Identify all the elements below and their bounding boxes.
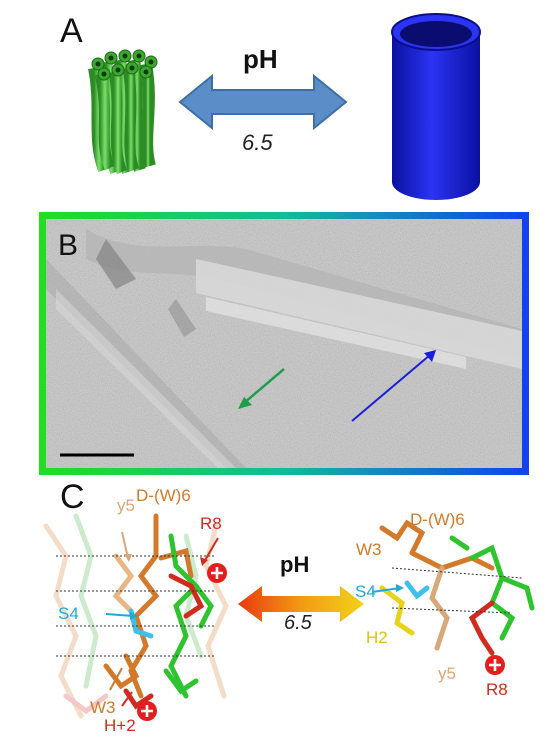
ph-value-c: 6.5 <box>284 612 312 634</box>
electron-micrograph-panel: B <box>39 212 529 475</box>
panel-b-letter: B <box>58 229 79 262</box>
left-r8-label: R8 <box>200 514 222 533</box>
right-h2-label: H2 <box>366 628 388 647</box>
nanotube-bundle-illustration <box>88 49 158 175</box>
charge-plus-icon <box>485 655 505 675</box>
left-w3-label: W3 <box>90 698 116 717</box>
ph-label-c: pH <box>280 552 310 577</box>
right-y5-label: y5 <box>438 664 456 683</box>
left-molecular-structure <box>43 513 229 719</box>
panel-a-letter: A <box>60 12 83 50</box>
right-molecular-structure <box>371 519 535 656</box>
right-r8-label: R8 <box>486 680 508 699</box>
ph-value-a: 6.5 <box>242 130 273 155</box>
left-y5-label: y5 <box>117 496 135 515</box>
left-dw6-label: D-(W)6 <box>136 486 191 505</box>
right-dw6-label: D-(W)6 <box>410 510 465 529</box>
right-s4-label: S4 <box>355 582 376 601</box>
gradient-double-arrow-c <box>238 586 364 622</box>
charge-plus-icon <box>207 563 227 583</box>
nanotube-cylinder-illustration <box>391 13 481 200</box>
micrograph-image <box>46 219 522 468</box>
panel-c-letter: C <box>60 478 85 516</box>
left-h2-label: H+2 <box>104 716 136 735</box>
left-s4-label: S4 <box>58 604 79 623</box>
charge-plus-icon <box>137 701 157 721</box>
ph-label-a: pH <box>243 44 278 74</box>
double-arrow-a <box>178 73 348 131</box>
right-w3-label: W3 <box>356 540 382 559</box>
